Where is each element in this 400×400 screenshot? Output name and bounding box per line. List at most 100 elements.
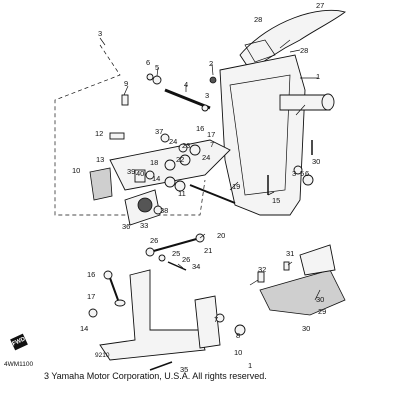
shaft-collar-5 [152, 75, 162, 85]
callout-33: 33 [140, 221, 148, 230]
callout-16: 16 [87, 270, 95, 279]
callout-10: 10 [72, 166, 80, 175]
callout-15: 15 [272, 196, 280, 205]
callout-7-mid: 7 [210, 140, 214, 149]
shaft-collar-6 [146, 73, 154, 81]
clip-31 [283, 261, 290, 271]
callout-20: 20 [217, 231, 225, 240]
callout-16-upper: 16 [196, 124, 204, 133]
fender-bracket [244, 39, 276, 63]
callout-14: 14 [152, 174, 160, 183]
callout-12: 12 [95, 129, 103, 138]
callout-1-lower: 1 [248, 361, 252, 370]
reference-number: 9210 [95, 352, 110, 359]
bushing-23 [178, 143, 188, 153]
lower-frame-right [194, 295, 221, 349]
callout-labels: 1 2 3 3 3 4 5 5 6 6 7 7 8 9 10 10 11 12 … [72, 1, 326, 374]
callout-13: 13 [96, 155, 104, 164]
callout-24: 24 [169, 137, 177, 146]
shock-spring-end [137, 197, 153, 213]
subassembly-outline [54, 44, 206, 216]
bushing-22 [179, 154, 191, 166]
bracket-39 [134, 169, 146, 183]
nut-38 [153, 205, 163, 215]
copyright-notice: 3 Yamaha Motor Corporation, U.S.A. All r… [44, 371, 267, 381]
washer-5-right [293, 165, 303, 175]
tie-rod-20 [149, 237, 201, 253]
callout-29: 29 [318, 307, 326, 316]
callout-22: 22 [176, 155, 184, 164]
callout-9: 9 [124, 79, 128, 88]
nut-16 [103, 270, 113, 280]
bolt-35 [149, 361, 173, 371]
rear-fender [239, 9, 346, 71]
washer-6-right [302, 174, 314, 186]
callout-5: 5 [155, 63, 159, 72]
washer-7-lower [215, 313, 225, 323]
callout-7: 7 [214, 315, 218, 324]
callout-17-upper: 17 [207, 130, 215, 139]
callout-23: 23 [182, 141, 190, 150]
callout-3: 3 [98, 29, 102, 38]
bushing-14 [164, 176, 176, 188]
callout-8: 8 [236, 331, 240, 340]
callout-19: 19 [232, 182, 240, 191]
callout-17: 17 [87, 292, 95, 301]
washer-17 [114, 299, 126, 307]
fitting-12 [109, 132, 125, 140]
callout-27: 27 [316, 1, 324, 10]
side-cover-10 [89, 167, 113, 201]
clip-32 [257, 271, 265, 283]
chain-guard-29 [259, 269, 346, 316]
callout-26: 26 [150, 236, 158, 245]
callout-14-lower: 14 [80, 324, 88, 333]
callout-34: 34 [192, 262, 200, 271]
callout-30-mid: 30 [316, 295, 324, 304]
rod-end-26 [158, 254, 166, 262]
bolt-34 [167, 261, 187, 271]
callout-2: 2 [209, 59, 213, 68]
bolt-16 [109, 277, 119, 301]
bolt-9 [121, 94, 129, 106]
bushing-11 [174, 180, 186, 192]
callout-18: 18 [150, 158, 158, 167]
rod-end-25 [145, 247, 155, 257]
guard-bracket [299, 244, 336, 276]
callout-40: 40 [136, 169, 144, 178]
callout-24-right: 24 [202, 153, 210, 162]
callout-3-right: 3 [292, 169, 296, 178]
callout-38: 38 [160, 206, 168, 215]
callout-6-right: 6 [305, 169, 309, 178]
callout-35: 35 [180, 365, 188, 374]
document-code: 4WM1100 [4, 361, 34, 368]
callout-32: 32 [258, 265, 266, 274]
frame-inner-brace [229, 74, 291, 196]
collar-2 [209, 76, 217, 84]
callout-28-right: 28 [300, 46, 308, 55]
callout-30: 30 [312, 157, 320, 166]
callout-21: 21 [204, 246, 212, 255]
bushing-18 [164, 159, 176, 171]
callout-31: 31 [286, 249, 294, 258]
lower-frame [99, 269, 206, 361]
leader-lines [99, 37, 321, 301]
pivot-shaft [164, 88, 211, 110]
callout-10-lower: 10 [234, 348, 242, 357]
callout-1: 1 [316, 72, 320, 81]
frame-pivot-boss [321, 93, 335, 111]
callout-25: 25 [172, 249, 180, 258]
rear-frame [219, 54, 306, 216]
callout-28: 28 [254, 15, 262, 24]
callout-5-right: 5 [300, 169, 304, 178]
callout-11: 11 [178, 189, 186, 198]
callout-6: 6 [146, 58, 150, 67]
washer-40 [145, 170, 155, 180]
seal-37 [160, 133, 170, 143]
callout-37: 37 [155, 127, 163, 136]
callout-3-mid: 3 [205, 91, 209, 100]
callout-4: 4 [184, 80, 188, 89]
washer-3 [201, 104, 209, 112]
nut-14-lower [88, 308, 98, 318]
bushing-24 [189, 144, 201, 156]
